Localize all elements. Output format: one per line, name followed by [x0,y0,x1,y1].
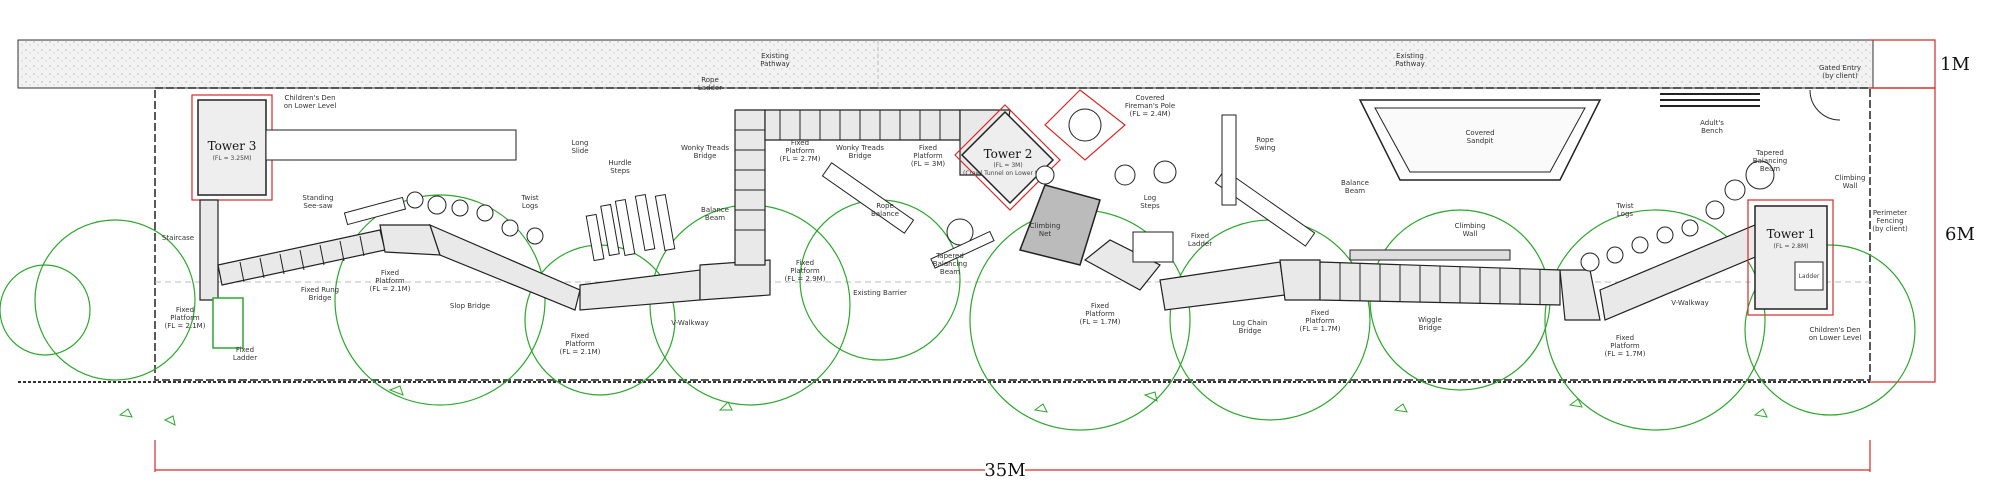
twist-logs-1 [406,160,1775,246]
site-boundary [18,87,1871,383]
tower-3-fl: (FL = 3.25M) [213,155,252,162]
tower-1-name: Tower 1 [1767,227,1816,241]
climbing-net [1018,184,1101,266]
fixed-ladder-mid [1132,231,1174,263]
dimension-depth: 6M [1945,224,1975,245]
gate-label: Gated Entry(by client) [1819,64,1861,80]
tree-icon [34,219,196,381]
adults-bench [1660,93,1760,107]
tree-icon [334,194,546,406]
tree-icon [1744,244,1916,416]
label-slop-bridge: Slop Bridge [450,302,490,310]
dimension-lines: 1M 6M 35M [154,39,1975,481]
label-v-walkway-1: V-Walkway [671,319,709,327]
fixed-ladder-left [212,297,244,349]
walkway-east [1083,224,1761,321]
gate-swing-icon [1809,89,1841,121]
label-staircase: Staircase [162,234,194,242]
tree-icon [1544,209,1766,431]
long-slide [265,129,517,161]
tower-3-name: Tower 3 [208,139,257,153]
label-existing-barrier: Existing Barrier [853,289,907,297]
balance-beams [343,114,1511,269]
hurdle-steps [585,193,676,262]
tree-icon [0,264,91,356]
twist-logs-2 [1580,179,1746,272]
fireman-pole-icon [1068,108,1102,142]
tower-2-name: Tower 2 [984,147,1033,161]
tower-2-note: (Crawl Tunnel on Lower Level) [963,170,1053,177]
tree-icon [1169,219,1371,421]
tree-leaves [118,385,1768,426]
dimension-width: 35M [984,460,1025,481]
tower-3: Tower 3 (FL = 3.25M) [191,94,517,201]
ladder-box [1794,261,1824,291]
covered-sandpit [1358,99,1602,181]
dimension-path: 1M [1940,54,1970,75]
tower-2-fl: (FL = 3M) [993,162,1022,169]
label-ladder: Ladder [1799,273,1820,280]
tree-icon [524,244,676,396]
tower-2: Tower 2 (FL = 3M) (Crawl Tunnel on Lower… [954,89,1126,266]
tower-1-fl: (FL = 2.8M) [1773,243,1808,250]
tower-1: Tower 1 (FL = 2.8M) [1747,199,1834,316]
walkway-west [199,109,1011,349]
label-v-walkway-2: V-Walkway [1671,299,1709,307]
